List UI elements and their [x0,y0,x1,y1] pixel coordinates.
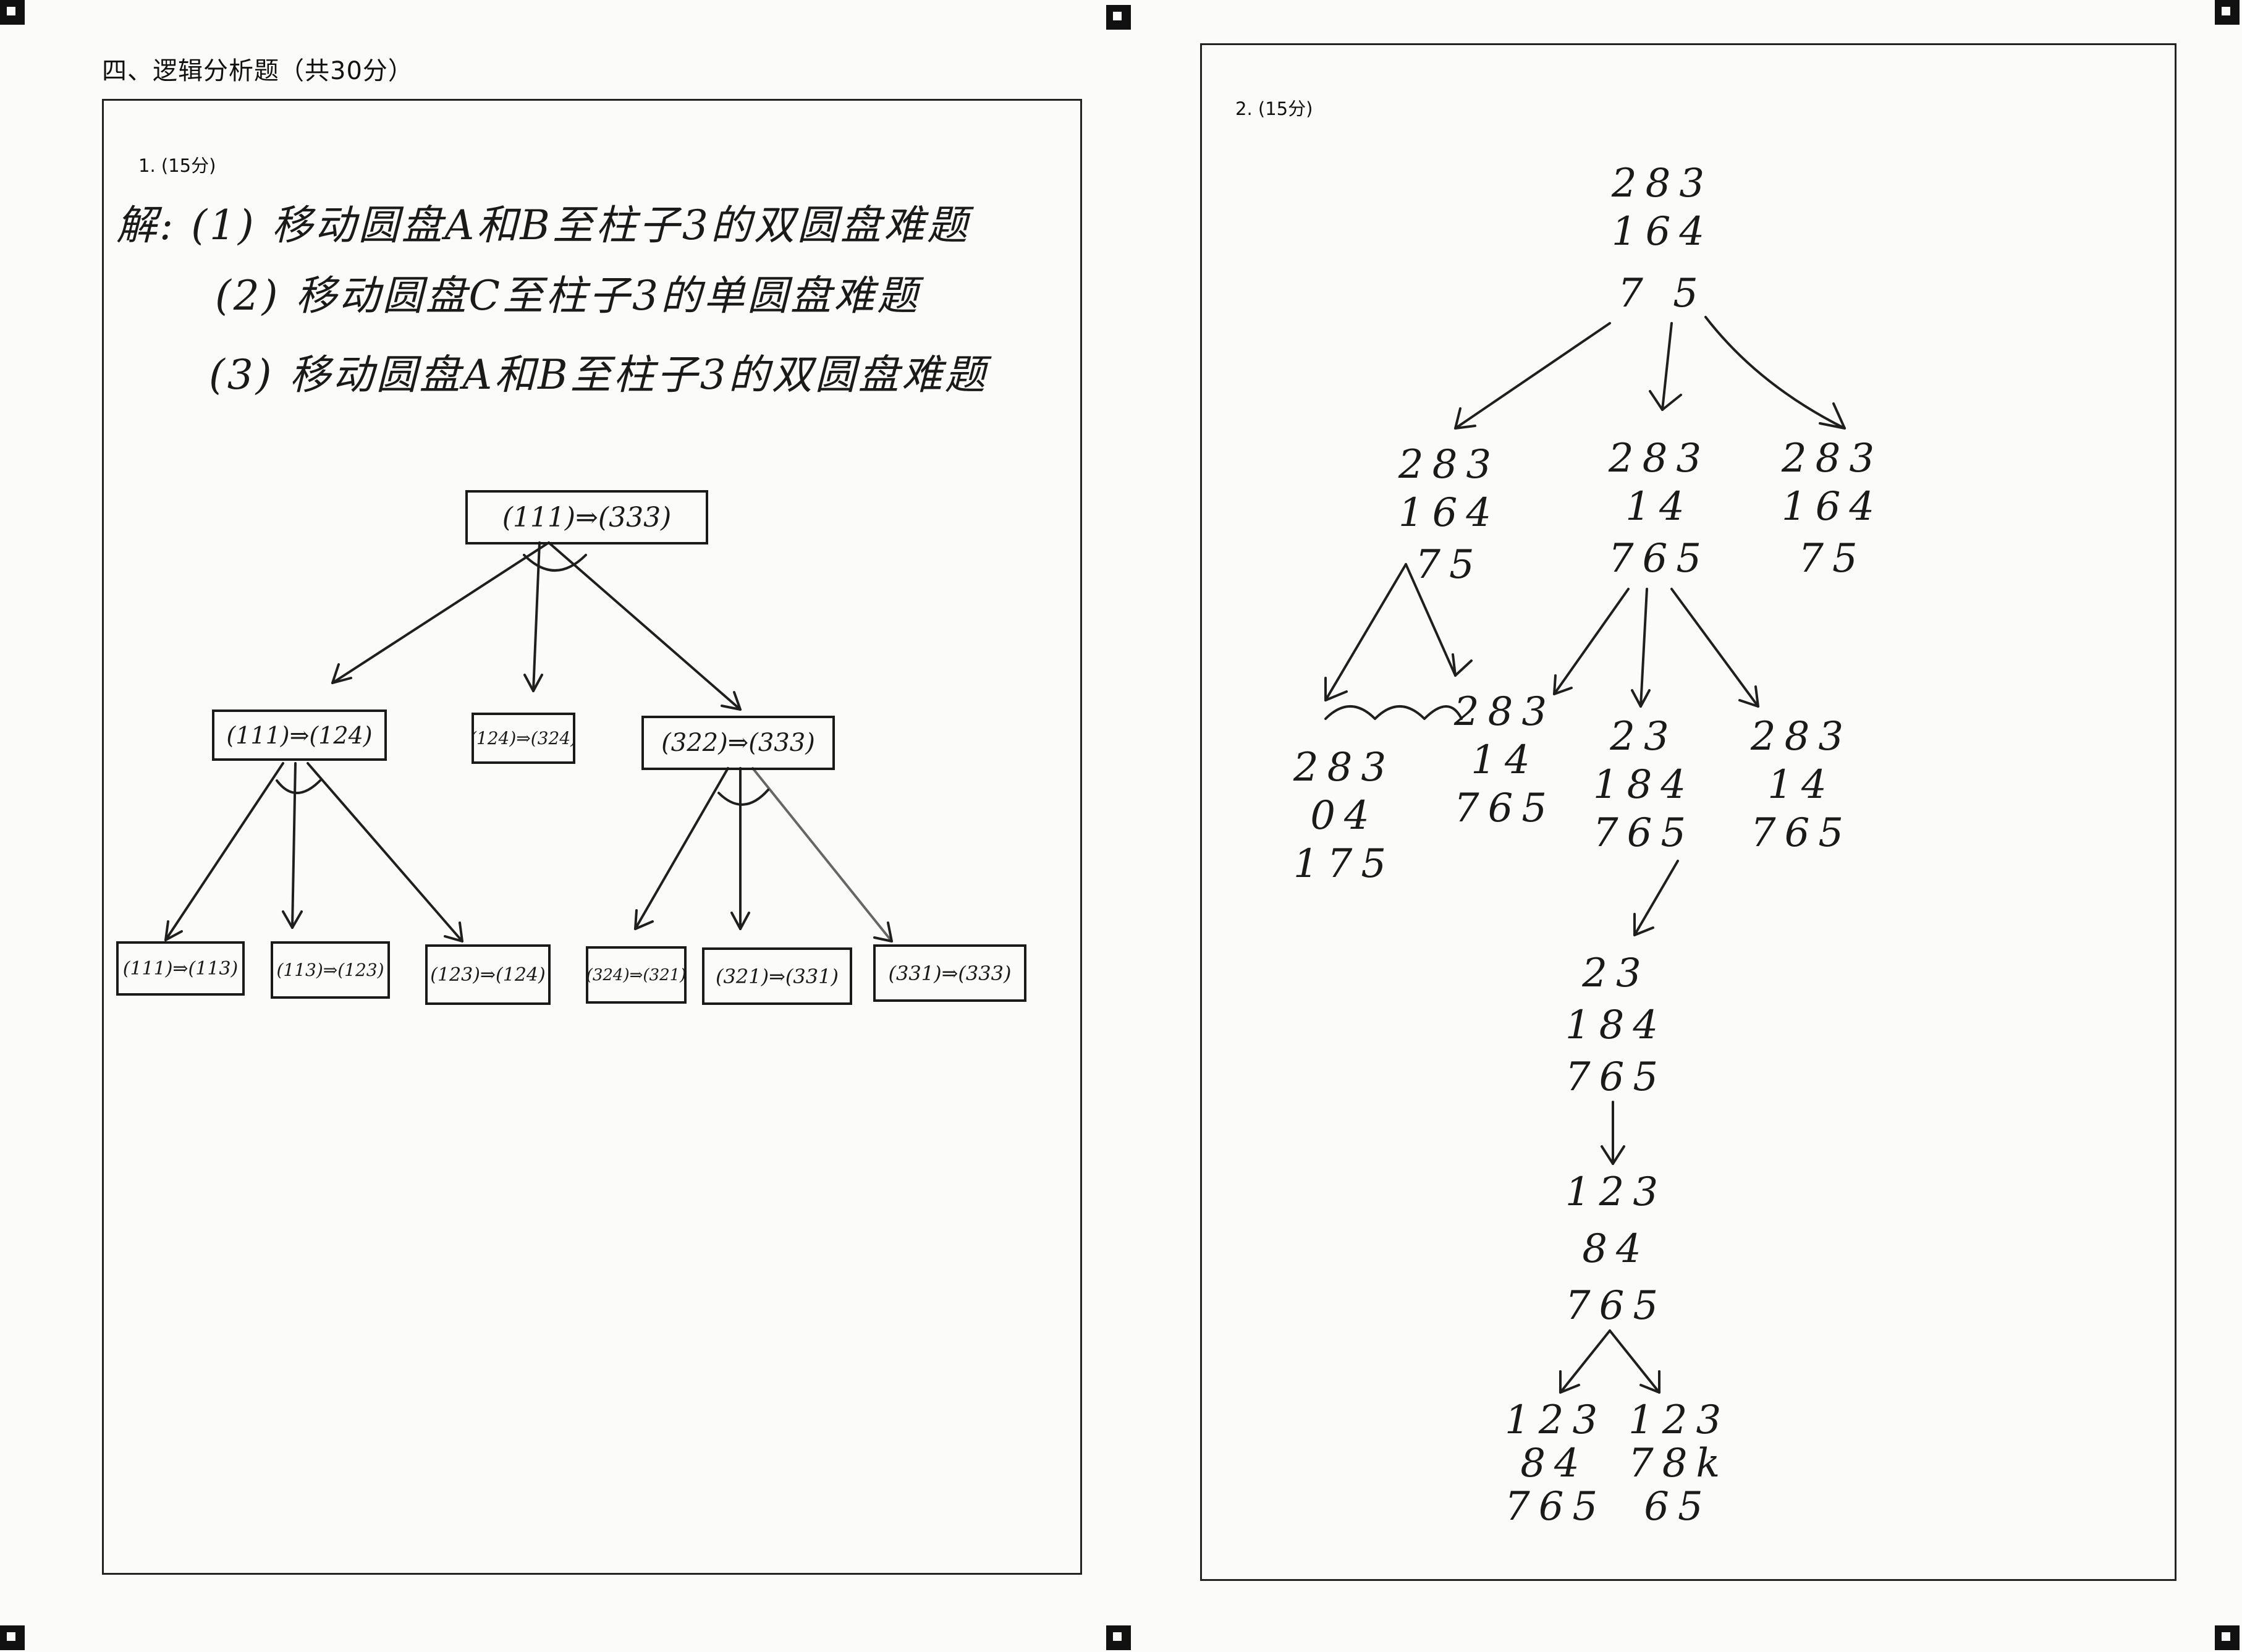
tree-level2-node-6: (331)⇒(333) [873,944,1026,1002]
q1-tree-connectors [164,541,893,942]
registration-marker-top-left [0,0,25,25]
tree-level1-node-2: (124)⇒(324) [472,713,575,764]
q2-search-tree-arrows [1324,316,1846,1394]
tree-level1-node-3: (322)⇒(333) [641,716,835,770]
tree-root-node: (111)⇒(333) [465,490,708,544]
answer-line-2: (2) 移动圆盘C至柱子3的单圆盘难题 [215,272,920,320]
section-title: 四、逻辑分析题（共30分） [102,57,413,85]
registration-marker-bottom-left [0,1625,25,1650]
tree-level2-node-4: (324)⇒(321) [586,946,687,1004]
registration-marker-bottom-right [2215,1625,2240,1650]
answer-box-question-1: 1. (15分) 解: (1) 移动圆盘A和B至柱子3的双圆盘难题 (2) 移动… [102,99,1082,1575]
answer-line-3: (3) 移动圆盘A和B至柱子3的双圆盘难题 [209,351,988,399]
tree-level2-node-1: (111)⇒(113) [116,941,245,996]
registration-marker-top-center [1106,5,1131,30]
registration-marker-bottom-center [1106,1625,1131,1650]
question-1-label: 1. (15分) [138,155,216,176]
tree-level1-node-1: (111)⇒(124) [212,710,387,761]
registration-marker-top-right [2215,0,2240,25]
tree-level2-node-5: (321)⇒(331) [702,947,852,1005]
answer-line-1: 解: (1) 移动圆盘A和B至柱子3的双圆盘难题 [116,201,970,249]
question-2-label: 2. (15分) [1235,98,1313,119]
tree-level2-node-2: (113)⇒(123) [271,941,390,999]
tree-level2-node-3: (123)⇒(124) [425,944,551,1005]
